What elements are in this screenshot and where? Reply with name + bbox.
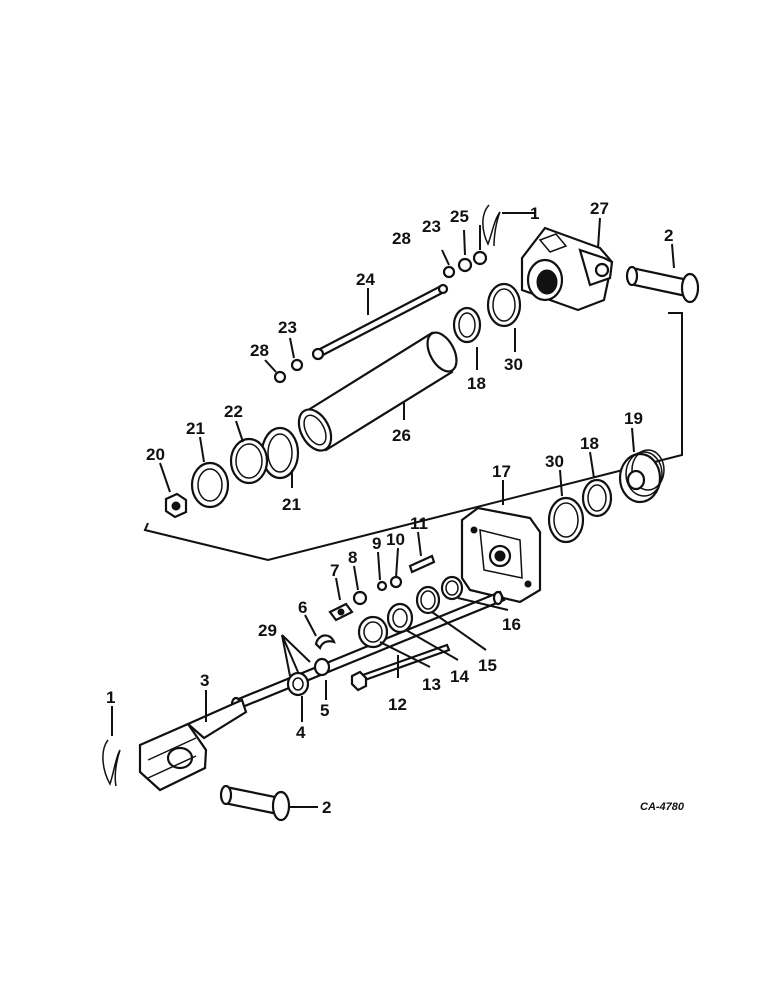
piston-nut bbox=[164, 492, 188, 519]
callout-18-top: 18 bbox=[467, 374, 486, 393]
callout-2-top: 2 bbox=[664, 226, 673, 245]
callout-13: 13 bbox=[422, 675, 441, 694]
callout-24: 24 bbox=[356, 270, 375, 289]
rear-end-cap bbox=[520, 226, 614, 312]
callout-29: 29 bbox=[258, 621, 277, 640]
callout-27: 27 bbox=[590, 199, 609, 218]
piston-seals-left bbox=[190, 426, 300, 509]
callout-6: 6 bbox=[298, 598, 307, 617]
callout-14: 14 bbox=[450, 667, 469, 686]
callout-30-right: 30 bbox=[545, 452, 564, 471]
callout-16: 16 bbox=[502, 615, 521, 634]
callout-21-right: 21 bbox=[282, 495, 301, 514]
callout-17: 17 bbox=[492, 462, 511, 481]
callout-19: 19 bbox=[624, 409, 643, 428]
retainer-parts bbox=[286, 634, 336, 697]
callout-1-top: 1 bbox=[530, 204, 539, 223]
seal-rings-top bbox=[452, 282, 522, 344]
piston-rod bbox=[230, 590, 506, 712]
tie-rod bbox=[311, 283, 449, 361]
callout-22: 22 bbox=[224, 402, 243, 421]
hair-pin-clip-top bbox=[482, 204, 501, 247]
callout-20: 20 bbox=[146, 445, 165, 464]
rod-seals bbox=[357, 575, 464, 649]
seal-rings-right bbox=[547, 478, 613, 544]
callout-8: 8 bbox=[348, 548, 357, 567]
callout-12: 12 bbox=[388, 695, 407, 714]
callout-25: 25 bbox=[450, 207, 469, 226]
callout-26: 26 bbox=[392, 426, 411, 445]
callout-21-left: 21 bbox=[186, 419, 205, 438]
callout-7: 7 bbox=[330, 561, 339, 580]
rod-clevis bbox=[138, 698, 248, 792]
cylinder-tube bbox=[297, 331, 458, 452]
callout-4: 4 bbox=[296, 723, 306, 742]
callout-5: 5 bbox=[320, 701, 329, 720]
callout-9: 9 bbox=[372, 534, 381, 553]
callout-28-top: 28 bbox=[392, 229, 411, 248]
callout-11: 11 bbox=[410, 514, 428, 533]
drawing-code: CA-4780 bbox=[640, 801, 685, 813]
cap-screw bbox=[350, 643, 451, 692]
callout-2-bottom: 2 bbox=[322, 798, 331, 817]
clevis-pin-bottom bbox=[219, 784, 291, 822]
callout-18-right: 18 bbox=[580, 434, 599, 453]
stop-parts bbox=[328, 554, 436, 622]
piston bbox=[618, 449, 665, 504]
callout-1-bottom: 1 bbox=[106, 688, 115, 707]
callout-23-top: 23 bbox=[422, 217, 441, 236]
callout-3: 3 bbox=[200, 671, 209, 690]
callout-labels: 1 1 2 2 3 4 5 6 7 8 9 10 11 12 13 14 15 … bbox=[106, 199, 673, 817]
callout-30-top: 30 bbox=[504, 355, 523, 374]
leader-lines bbox=[111, 212, 675, 808]
callout-10: 10 bbox=[386, 530, 405, 549]
callout-15: 15 bbox=[478, 656, 497, 675]
hair-pin-clip-bottom bbox=[102, 739, 121, 787]
clevis-pin-top bbox=[625, 265, 700, 304]
callout-28-left: 28 bbox=[250, 341, 269, 360]
group-boundary-line bbox=[143, 312, 683, 562]
callout-23-left: 23 bbox=[278, 318, 297, 337]
small-washers-top bbox=[273, 250, 488, 384]
front-head bbox=[460, 506, 542, 604]
